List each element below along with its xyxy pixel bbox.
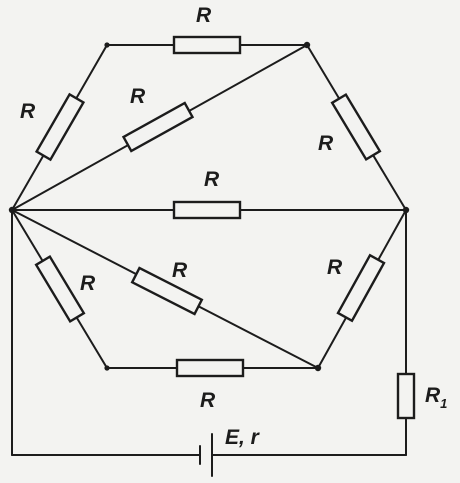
label-r-upper-right: R (318, 132, 334, 155)
node-right (402, 206, 410, 214)
resistor-bottom-hex (175, 358, 245, 378)
label-r-lower-left: R (80, 272, 96, 295)
resistor-upper-left (34, 92, 86, 162)
node-top-right (303, 41, 311, 49)
labels: R R R R R R R R R R1 E, r (20, 4, 447, 449)
battery-icon (199, 433, 213, 477)
resistor-upper-right (330, 92, 382, 162)
node-bottom-left (104, 365, 110, 371)
node-left (8, 206, 16, 214)
resistor-lower-right (336, 253, 386, 323)
resistor-top (172, 35, 242, 55)
junction-nodes (8, 41, 410, 372)
label-r-middle: R (204, 168, 220, 191)
label-r-upper-diagonal: R (130, 85, 146, 108)
label-r-bottom-hex: R (200, 389, 216, 412)
label-source: E, r (225, 426, 261, 449)
label-r1: R1 (425, 384, 447, 411)
resistor-load (396, 372, 416, 420)
node-bottom-right (314, 364, 322, 372)
label-r-upper-left: R (20, 100, 36, 123)
resistor-lower-diagonal (130, 266, 204, 316)
node-top-left (104, 42, 110, 48)
label-r-lower-diagonal: R (172, 259, 188, 282)
label-r1-subscript: 1 (440, 396, 447, 411)
resistor-lower-left (34, 254, 86, 324)
label-r1-main: R (425, 384, 441, 407)
label-r-top: R (196, 4, 212, 27)
resistor-upper-diagonal (121, 101, 195, 153)
resistor-middle (172, 200, 242, 220)
label-r-lower-right: R (327, 256, 343, 279)
